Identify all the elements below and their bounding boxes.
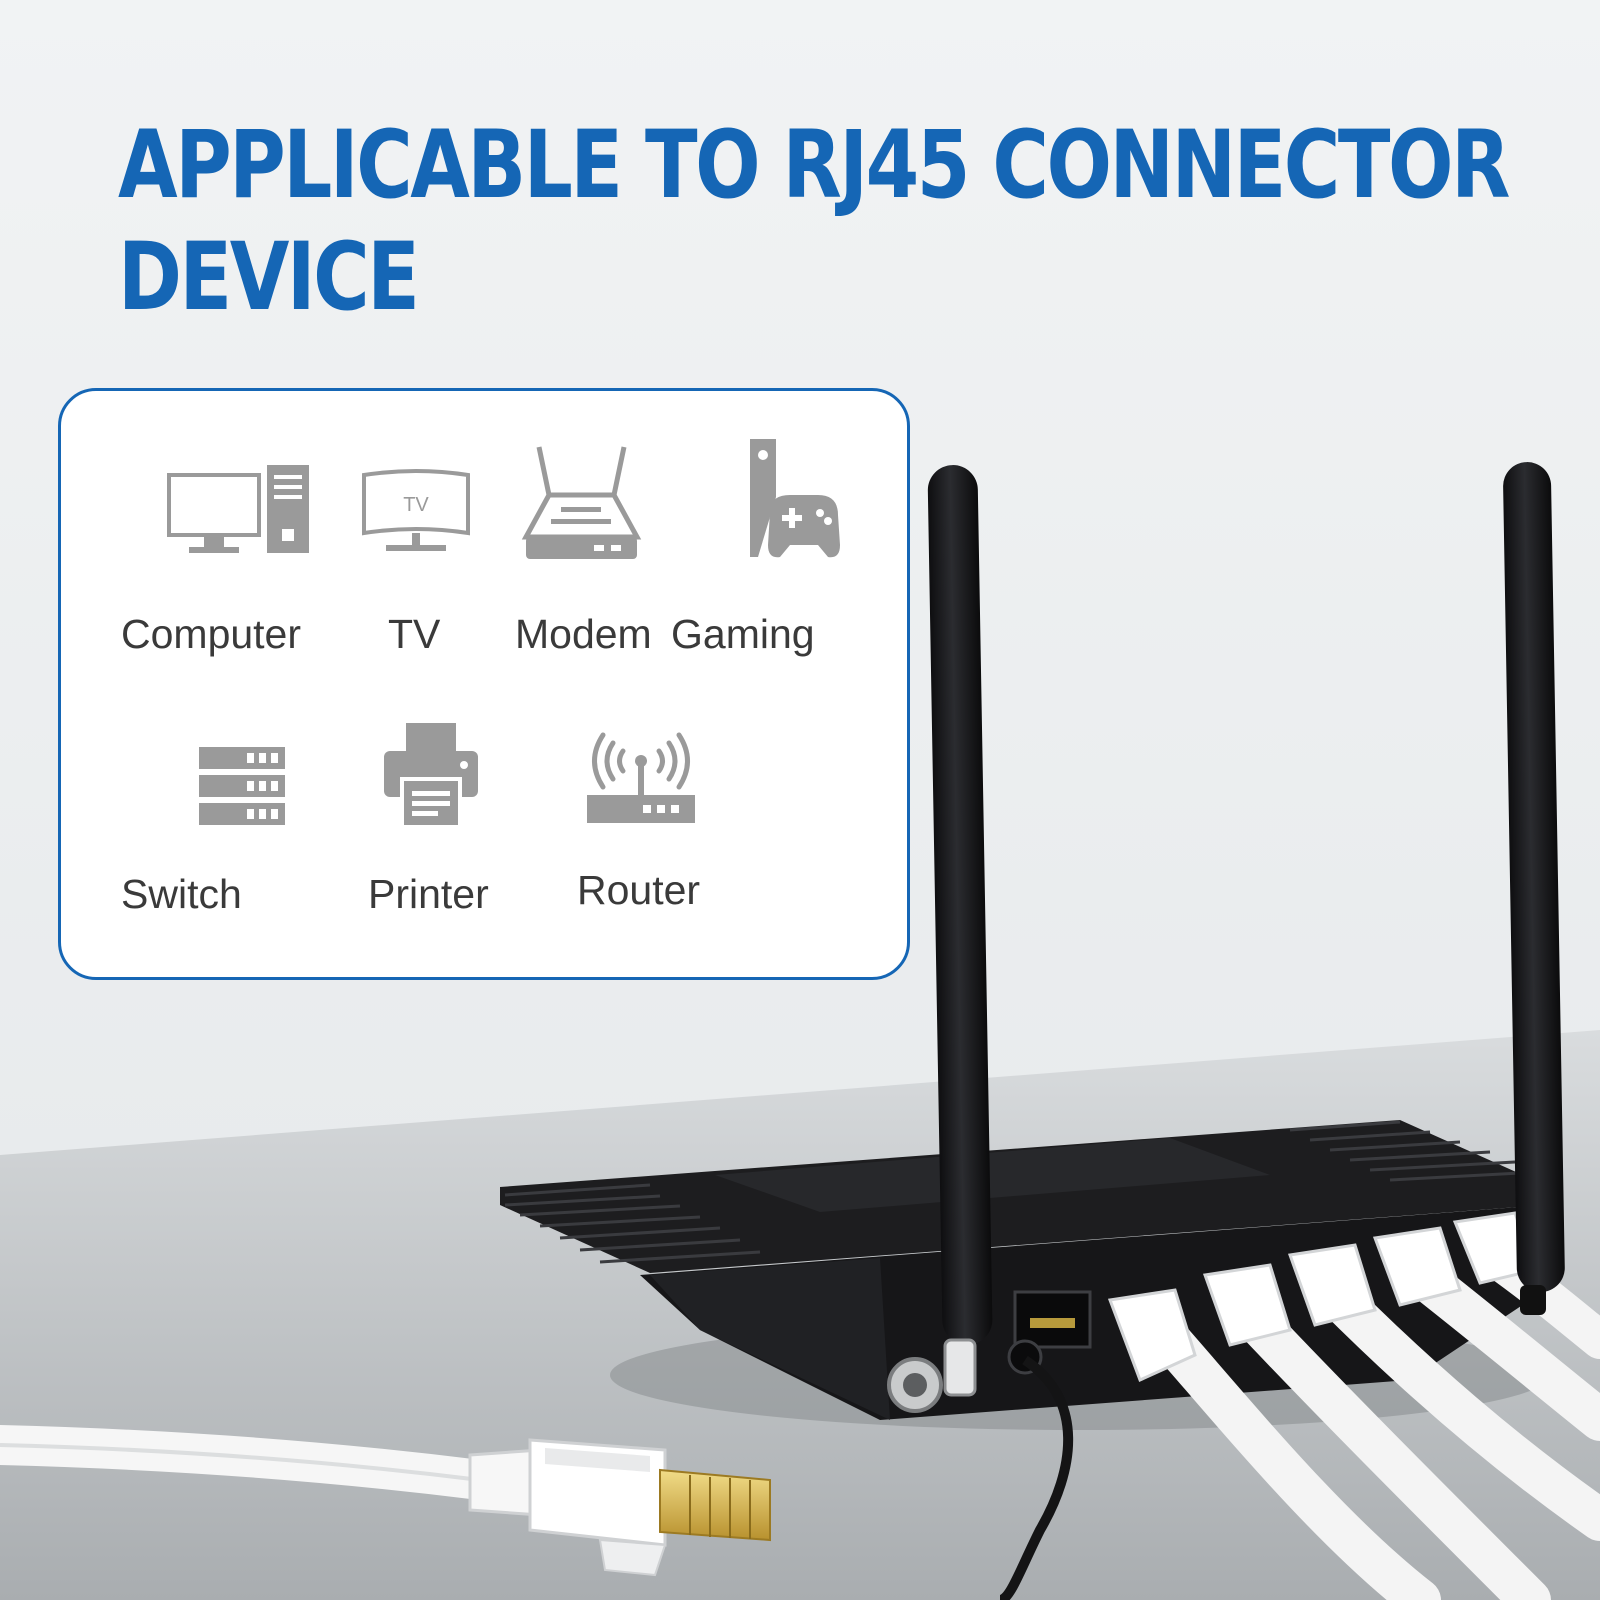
device-label: Switch: [121, 871, 242, 917]
gaming-icon: [750, 439, 840, 558]
antennas: [927, 462, 1565, 1397]
device-label: Router: [577, 867, 701, 913]
router-icon: [587, 732, 695, 823]
device-modem: Modem: [461, 445, 701, 657]
device-router: Router: [521, 731, 761, 931]
switch-icon: [199, 747, 285, 825]
headline-line-1: APPLICABLE TO RJ45 CONNECTOR: [118, 111, 1510, 220]
white-cables: [1149, 1239, 1600, 1600]
device-switch: Switch: [119, 745, 359, 945]
tv-icon: TV: [362, 469, 470, 551]
headline-line-2: DEVICE: [118, 223, 420, 332]
cable-plugs: [1107, 1211, 1537, 1383]
modem-icon: [521, 446, 641, 559]
compatible-devices-panel: Computer TV TV Mo: [58, 388, 910, 980]
foreground-cable: [0, 1425, 771, 1577]
computer-icon: [167, 465, 309, 553]
device-computer: Computer: [119, 463, 359, 663]
device-printer: Printer: [311, 721, 551, 921]
tv-screen-text: TV: [403, 494, 429, 516]
device-label: Gaming: [671, 611, 815, 657]
headline: APPLICABLE TO RJ45 CONNECTOR DEVICE: [118, 110, 1510, 334]
device-label: Printer: [368, 871, 489, 917]
device-label: Computer: [121, 611, 302, 657]
device-label: TV: [388, 611, 441, 657]
printer-icon: [384, 723, 478, 829]
device-gaming: Gaming: [671, 437, 911, 657]
device-tv: TV TV: [296, 463, 536, 663]
device-label: Modem: [515, 611, 652, 657]
